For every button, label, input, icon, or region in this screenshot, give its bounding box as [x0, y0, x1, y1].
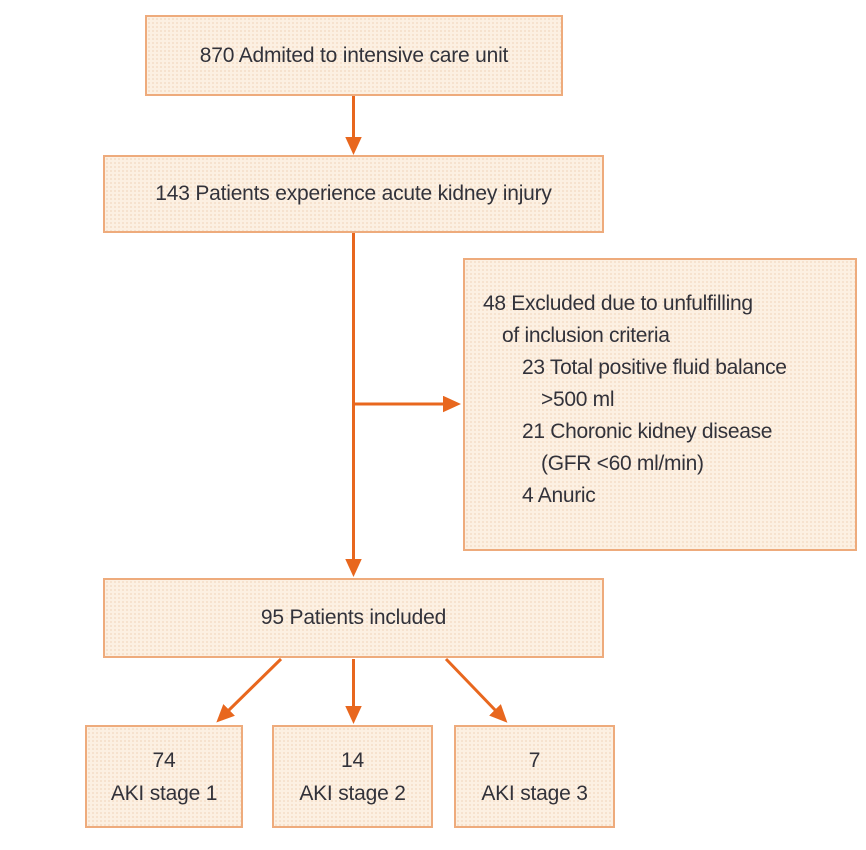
- stage2-label: AKI stage 2: [299, 781, 406, 805]
- node-excluded: 48 Excluded due to unfulfilling of inclu…: [463, 258, 857, 551]
- node-aki-label: 143 Patients experience acute kidney inj…: [155, 182, 552, 205]
- stage2-count: 14: [341, 748, 364, 772]
- excluded-line: (GFR <60 ml/min): [541, 452, 704, 475]
- node-admitted: 870 Admited to intensive care unit: [145, 15, 563, 96]
- arrow-included-to-stage3: [444, 657, 508, 723]
- node-aki: 143 Patients experience acute kidney inj…: [103, 155, 604, 233]
- node-aki-stage-3: 7 AKI stage 3: [454, 725, 615, 828]
- stage1-label: AKI stage 1: [110, 781, 218, 805]
- excluded-line: 23 Total positive fluid balance: [522, 356, 787, 379]
- node-aki-stage-2: 14 AKI stage 2: [272, 725, 433, 828]
- node-aki-stage-1: 74 AKI stage 1: [85, 725, 243, 828]
- excluded-line: of inclusion criteria: [502, 324, 670, 347]
- stage1-count: 74: [152, 748, 176, 772]
- node-admitted-label: 870 Admited to intensive care unit: [199, 43, 509, 67]
- excluded-line: 4 Anuric: [522, 484, 596, 507]
- stage3-count: 7: [528, 748, 541, 772]
- stage3-label: AKI stage 3: [481, 781, 588, 805]
- excluded-line: >500 ml: [541, 388, 615, 411]
- node-included-label: 95 Patients included: [260, 606, 447, 629]
- excluded-line: 48 Excluded due to unfulfilling: [483, 292, 753, 315]
- node-included: 95 Patients included: [103, 578, 604, 658]
- arrow-included-to-stage1: [216, 657, 283, 723]
- excluded-line: 21 Choronic kidney disease: [522, 420, 773, 443]
